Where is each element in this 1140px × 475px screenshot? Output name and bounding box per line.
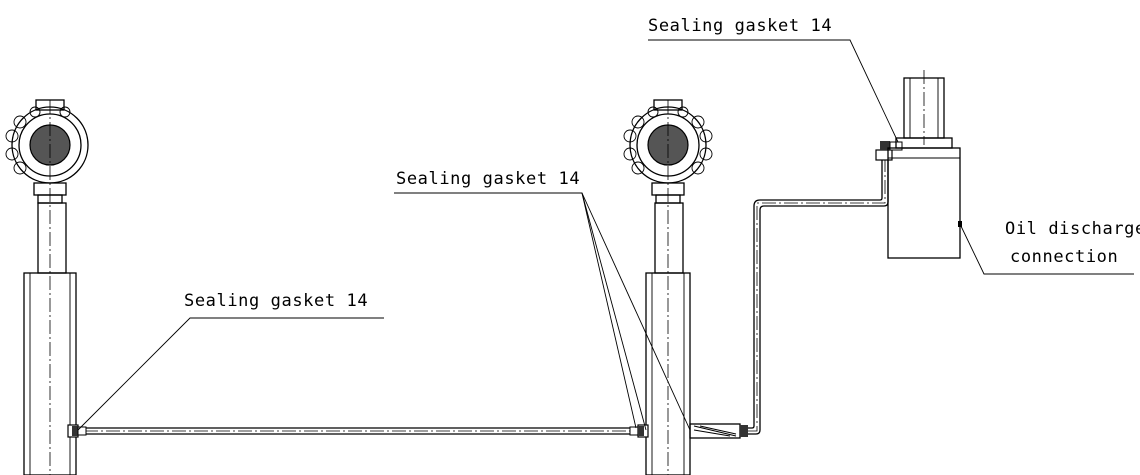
left-neck — [37, 202, 67, 274]
oil-reservoir-icon — [887, 70, 962, 259]
leader-gasket-left — [77, 317, 384, 431]
label-gasket-top: Sealing gasket 14 — [648, 16, 832, 36]
label-oil-connection: connection — [1010, 247, 1118, 267]
middle-neck — [654, 202, 684, 274]
middle-transmitter — [623, 99, 713, 475]
left-junction-head-icon — [5, 99, 89, 204]
leader-gasket-top — [648, 39, 899, 143]
leader-gasket-middle-a — [394, 192, 647, 431]
leader-gasket-middle-b — [581, 192, 691, 431]
leader-oil-discharge — [959, 223, 1134, 275]
horizontal-capillary — [67, 424, 649, 438]
left-fitting — [67, 424, 87, 438]
reservoir-fitting — [875, 141, 903, 161]
label-gasket-middle: Sealing gasket 14 — [396, 169, 580, 189]
middle-fitting — [629, 424, 649, 438]
label-oil-discharge: Oil discharge — [1005, 219, 1140, 239]
label-gasket-left: Sealing gasket 14 — [184, 291, 368, 311]
leader-gasket-middle-c — [581, 192, 637, 429]
left-transmitter — [5, 99, 89, 475]
reservoir-capillary — [689, 141, 903, 439]
